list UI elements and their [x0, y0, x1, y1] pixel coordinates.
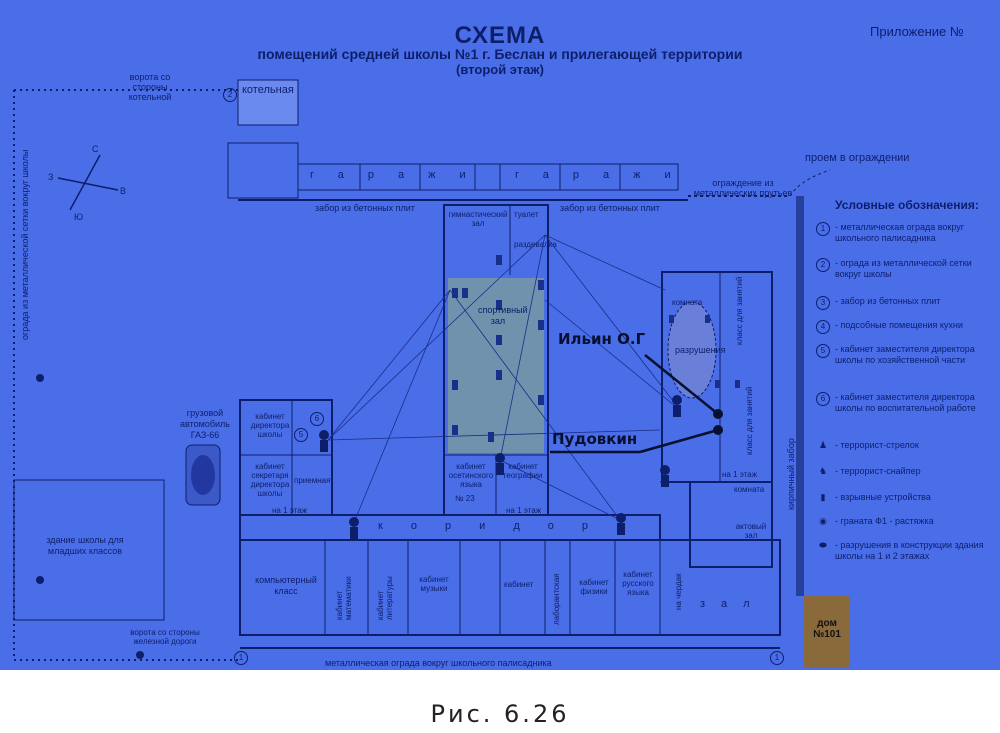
- garages-label-left: гаражи: [310, 169, 490, 181]
- geography-room-label: кабинет географии: [503, 462, 543, 480]
- junior-school-outline: [13, 479, 165, 621]
- pudovkin-pointer: [639, 428, 719, 454]
- corridor-label: коридор: [378, 520, 616, 532]
- destruction-area: [667, 301, 717, 399]
- compass-s-label: Ю: [74, 212, 84, 222]
- fire-lines: [327, 234, 681, 521]
- lab-room-label: лаборантская: [552, 573, 561, 626]
- compass-we: [57, 177, 119, 191]
- garage-strip: [297, 163, 679, 191]
- mesh-fence-label: ограда из металлической сетки вокруг шко…: [20, 149, 30, 340]
- figure-caption: Рис. 6.26: [430, 700, 570, 728]
- hall-label: зал: [700, 598, 766, 610]
- to-floor1-middle: на 1 этаж: [506, 506, 542, 515]
- truck-label: грузовой автомобиль ГАЗ-66: [180, 408, 230, 440]
- to-floor1-right: на 1 этаж: [722, 470, 758, 479]
- gates-boiler-label: ворота со стороны котельной: [128, 72, 172, 102]
- changing-room-label: раздевалка: [514, 240, 557, 249]
- compass-e-label: В: [120, 186, 127, 196]
- garages-label-right: гаражи: [515, 169, 695, 181]
- page-title: СХЕМА: [454, 22, 546, 49]
- junior-school-label: здание школы для младших классов: [46, 535, 124, 556]
- destruction-icon: ⬬: [819, 540, 827, 550]
- physics-room-label: кабинет физики: [579, 578, 609, 596]
- sniper-icon: ♞: [818, 466, 828, 476]
- number-1-left: 1: [234, 651, 248, 665]
- floor-plan: СХЕМА помещений средней школы №1 г. Бесл…: [0, 0, 1000, 670]
- appendix-label: Приложение №: [870, 24, 964, 39]
- class-right-label: класс для занятий: [745, 386, 754, 455]
- brick-fence-label: кирпичный забор: [786, 438, 796, 510]
- boiler-label: котельная: [242, 84, 294, 96]
- compass-w-label: З: [48, 172, 54, 182]
- legend-title: Условные обозначения:: [835, 198, 979, 212]
- fence-number-2: 2: [223, 88, 237, 102]
- assembly-hall-label: актовый зал: [735, 522, 767, 540]
- principal-label: кабинет директора школы: [250, 412, 290, 439]
- ilyin-pointer: [644, 354, 719, 415]
- to-floor1-left: на 1 этаж: [272, 506, 308, 515]
- reception-label: приемная: [294, 476, 331, 485]
- literature-room-label: кабинет литературы: [376, 576, 394, 620]
- ilyin-point: [713, 409, 723, 419]
- shooter-icon: ♟: [818, 440, 828, 450]
- class-top-label: класс для занятий: [735, 276, 744, 345]
- classroom-row: [239, 539, 781, 636]
- garage-block: [227, 142, 299, 199]
- explosive-icon: ▮: [820, 492, 826, 502]
- explosives-group: [452, 255, 740, 442]
- compass-ns: [69, 154, 101, 211]
- sports-hall-label: спортивный зал: [478, 305, 528, 326]
- boiler-room: [237, 79, 299, 126]
- secretary-label: кабинет секретаря директора школы: [250, 462, 290, 498]
- assembly-hall-outline: [689, 481, 773, 568]
- grenade-icon: ◉: [819, 516, 827, 526]
- number-6: 6: [310, 412, 324, 426]
- handwritten-pudovkin: Пудовкин: [552, 430, 638, 448]
- page-subtitle-floor: (второй этаж): [456, 62, 544, 77]
- gym-room-label: гимнастический зал: [448, 210, 508, 228]
- math-room-label: кабинет математики: [335, 576, 353, 620]
- number-5: 5: [294, 428, 308, 442]
- house-101: дом №101: [804, 596, 850, 668]
- small-room-top-label: комната: [672, 298, 703, 307]
- gap-in-fence-label: проем в ограждении: [805, 152, 910, 164]
- toilet-label: туалет: [514, 210, 539, 219]
- cabinet-label: кабинет: [504, 580, 534, 589]
- compass-n-label: С: [92, 144, 99, 154]
- rod-fence-label: ограждение из металлических прутьев: [693, 178, 793, 198]
- handwritten-ilyin: Ильин О.Г: [558, 330, 646, 348]
- room-23-label: № 23: [455, 494, 475, 503]
- page-subtitle: помещений средней школы №1 г. Беслан и п…: [257, 46, 743, 62]
- to-attic-label: на чердак: [674, 573, 683, 610]
- brick-fence: [796, 196, 804, 596]
- gates-railway-label: ворота со стороны железной дороги: [130, 628, 200, 646]
- music-room-label: кабинет музыки: [419, 575, 449, 593]
- bottom-fence-label: металлическая ограда вокруг школьного па…: [325, 658, 552, 668]
- concrete-fence-label-left: забор из бетонных плит: [315, 203, 415, 213]
- destruction-label: разрушения: [675, 345, 726, 355]
- pudovkin-point: [713, 425, 723, 435]
- computer-class-label: компьютерный класс: [255, 575, 317, 596]
- ossetian-room-label: кабинет осетинского языка: [448, 462, 494, 489]
- terrorist-markers: [36, 374, 682, 659]
- russian-room-label: кабинет русского языка: [622, 570, 654, 597]
- number-1-right: 1: [770, 651, 784, 665]
- room-right-label: комната: [734, 485, 765, 494]
- plan-drawing: [13, 79, 831, 661]
- concrete-fence-label-right: забор из бетонных плит: [560, 203, 660, 213]
